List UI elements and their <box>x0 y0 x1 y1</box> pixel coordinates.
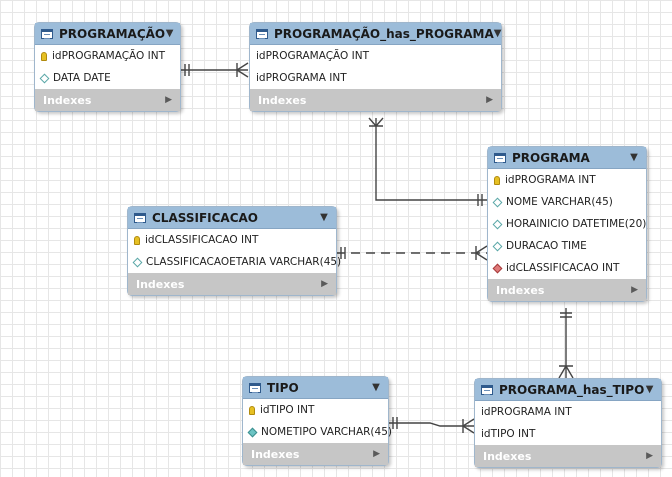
foreign-key-diamond-icon <box>492 263 503 273</box>
collapse-arrow-icon[interactable]: ▼ <box>493 28 502 39</box>
indexes-section[interactable]: Indexes ▶ <box>250 89 501 111</box>
column-row[interactable]: idPROGRAMAÇÃO INT <box>35 45 180 67</box>
expand-arrow-icon[interactable]: ▶ <box>486 95 493 105</box>
column-label: idPROGRAMA INT <box>505 174 596 186</box>
primary-key-icon <box>134 235 140 245</box>
column-label: CLASSIFICACAOETARIA VARCHAR(45) <box>146 256 342 268</box>
table-programacao-has-programa[interactable]: PROGRAMAÇÃO_has_PROGRAMA ▼ idPROGRAMAÇÃO… <box>249 22 502 112</box>
column-row[interactable]: idPROGRAMA INT <box>250 67 501 89</box>
column-row[interactable]: idPROGRAMA INT <box>488 169 646 191</box>
table-title: CLASSIFICACAO <box>152 210 259 225</box>
column-row[interactable]: idTIPO INT <box>243 399 388 421</box>
table-icon <box>256 28 268 39</box>
relationship-programa-to-programacao-link <box>368 117 487 206</box>
indexes-label: Indexes <box>496 283 545 297</box>
table-icon <box>494 152 506 163</box>
indexes-section[interactable]: Indexes ▶ <box>488 279 646 301</box>
relationship-programacao-to-link <box>180 62 249 78</box>
column-label: NOME VARCHAR(45) <box>506 196 613 208</box>
relationship-classificacao-to-programa <box>336 245 488 261</box>
column-row[interactable]: DURACAO TIME <box>488 235 646 257</box>
primary-key-icon <box>494 175 500 185</box>
expand-arrow-icon[interactable]: ▶ <box>631 285 638 295</box>
collapse-arrow-icon[interactable]: ▼ <box>630 152 638 163</box>
column-row[interactable]: idPROGRAMA INT <box>475 401 661 423</box>
column-label: idPROGRAMA INT <box>481 406 572 418</box>
column-label: NOMETIPO VARCHAR(45) <box>261 426 392 438</box>
column-label: idCLASSIFICACAO INT <box>506 262 620 274</box>
column-label: idPROGRAMAÇÃO INT <box>52 50 166 62</box>
table-programa-has-tipo[interactable]: PROGRAMA_has_TIPO ▼ idPROGRAMA INT idTIP… <box>474 378 662 468</box>
relationship-programa-to-tipo-link <box>558 308 574 379</box>
table-title: PROGRAMA <box>512 150 590 165</box>
primary-key-icon <box>249 405 255 415</box>
attribute-diamond-icon <box>132 257 143 267</box>
attribute-diamond-icon <box>492 241 503 251</box>
column-row[interactable]: NOMETIPO VARCHAR(45) <box>243 421 392 443</box>
expand-arrow-icon[interactable]: ▶ <box>165 95 172 105</box>
column-label: idPROGRAMA INT <box>256 72 347 84</box>
column-row[interactable]: CLASSIFICACAOETARIA VARCHAR(45) <box>128 251 341 273</box>
table-header[interactable]: PROGRAMAÇÃO ▼ <box>35 23 180 45</box>
table-header[interactable]: CLASSIFICACAO ▼ <box>128 207 336 229</box>
column-row[interactable]: DATA DATE <box>35 67 180 89</box>
indexes-section[interactable]: Indexes ▶ <box>128 273 336 295</box>
indexes-label: Indexes <box>483 449 532 463</box>
table-classificacao[interactable]: CLASSIFICACAO ▼ idCLASSIFICACAO INT CLAS… <box>127 206 341 296</box>
column-row[interactable]: idCLASSIFICACAO INT <box>488 257 646 279</box>
table-icon <box>134 212 146 223</box>
column-row[interactable]: HORAINICIO DATETIME(20) <box>488 213 646 235</box>
collapse-arrow-icon[interactable]: ▼ <box>320 212 328 223</box>
collapse-arrow-icon[interactable]: ▼ <box>645 384 654 395</box>
table-title: PROGRAMA_has_TIPO <box>499 382 645 397</box>
indexes-label: Indexes <box>43 93 92 107</box>
table-header[interactable]: TIPO ▼ <box>243 377 388 399</box>
collapse-arrow-icon[interactable]: ▼ <box>165 28 174 39</box>
column-label: idTIPO INT <box>260 404 315 416</box>
attribute-diamond-icon <box>39 73 50 83</box>
table-header[interactable]: PROGRAMA ▼ <box>488 147 646 169</box>
indexes-label: Indexes <box>258 93 307 107</box>
indexes-label: Indexes <box>251 447 300 461</box>
indexes-section[interactable]: Indexes ▶ <box>35 89 180 111</box>
column-label: idCLASSIFICACAO INT <box>145 234 259 246</box>
attribute-diamond-icon <box>492 197 503 207</box>
column-label: DURACAO TIME <box>506 240 587 252</box>
attribute-diamond-icon <box>492 219 503 229</box>
indexes-section[interactable]: Indexes ▶ <box>243 443 388 465</box>
column-row[interactable]: idCLASSIFICACAO INT <box>128 229 336 251</box>
expand-arrow-icon[interactable]: ▶ <box>373 449 380 459</box>
table-programa[interactable]: PROGRAMA ▼ idPROGRAMA INT NOME VARCHAR(4… <box>487 146 647 302</box>
table-icon <box>481 384 493 395</box>
table-title: TIPO <box>267 380 299 395</box>
relationship-tipo-to-programa-link <box>388 417 475 434</box>
expand-arrow-icon[interactable]: ▶ <box>646 451 653 461</box>
attribute-filled-diamond-icon <box>247 427 258 437</box>
column-row[interactable]: idTIPO INT <box>475 423 661 445</box>
primary-key-icon <box>41 51 47 61</box>
table-header[interactable]: PROGRAMAÇÃO_has_PROGRAMA ▼ <box>250 23 501 45</box>
table-title: PROGRAMAÇÃO_has_PROGRAMA <box>274 26 494 41</box>
column-label: DATA DATE <box>53 72 111 84</box>
collapse-arrow-icon[interactable]: ▼ <box>372 382 380 393</box>
column-row[interactable]: NOME VARCHAR(45) <box>488 191 646 213</box>
table-icon <box>249 382 261 393</box>
table-header[interactable]: PROGRAMA_has_TIPO ▼ <box>475 379 661 401</box>
column-label: idTIPO INT <box>481 428 536 440</box>
table-programacao[interactable]: PROGRAMAÇÃO ▼ idPROGRAMAÇÃO INT DATA DAT… <box>34 22 181 112</box>
column-label: idPROGRAMAÇÃO INT <box>256 50 370 62</box>
column-row[interactable]: idPROGRAMAÇÃO INT <box>250 45 501 67</box>
table-icon <box>41 28 53 39</box>
expand-arrow-icon[interactable]: ▶ <box>321 279 328 289</box>
table-tipo[interactable]: TIPO ▼ idTIPO INT NOMETIPO VARCHAR(45) I… <box>242 376 392 466</box>
table-title: PROGRAMAÇÃO <box>59 26 166 41</box>
column-label: HORAINICIO DATETIME(20) <box>506 218 647 230</box>
indexes-section[interactable]: Indexes ▶ <box>475 445 661 467</box>
indexes-label: Indexes <box>136 277 185 291</box>
